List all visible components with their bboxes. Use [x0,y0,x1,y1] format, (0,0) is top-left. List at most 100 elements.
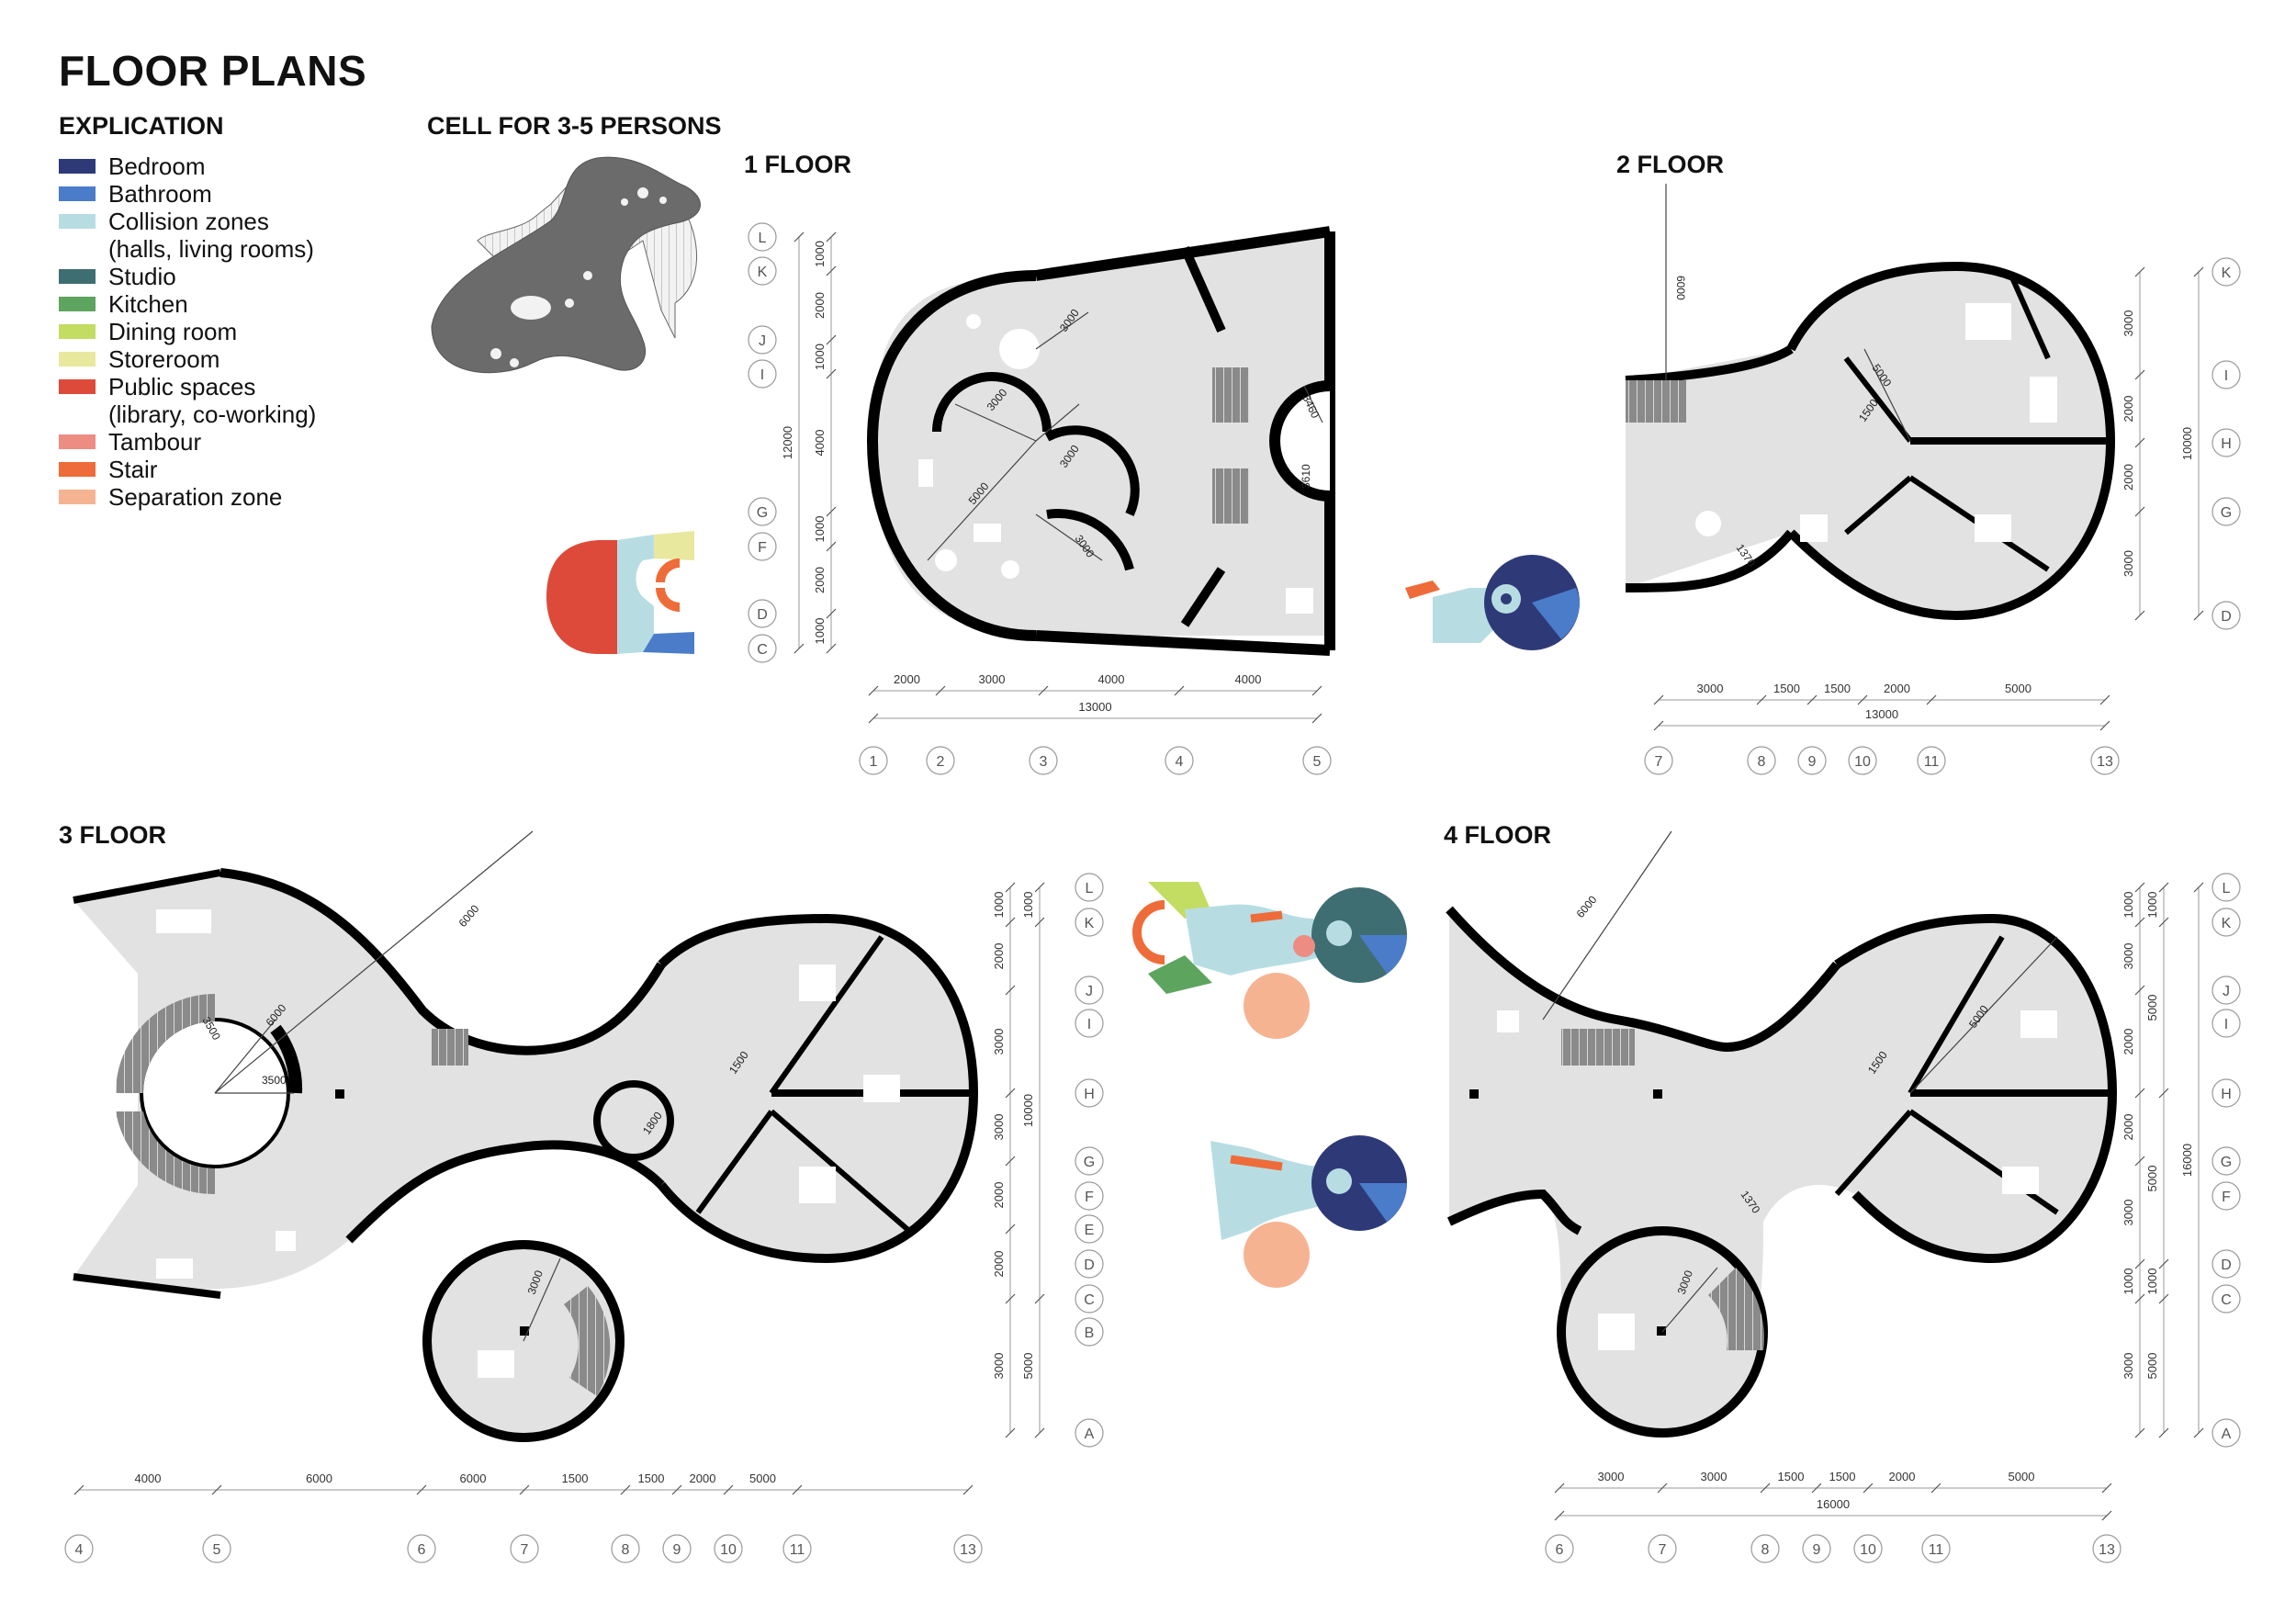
f3-col-chain-tick [723,1484,734,1495]
f4-grid-col-bubble [1921,1534,1951,1563]
legend-item-bathroom: Bathroom [59,180,316,208]
f3-col-chain-dim: 6000 [306,1472,332,1485]
f3-col-chain-tick [519,1484,530,1495]
f4-row-total-tick [2193,1427,2204,1438]
f2-col-total-tick [1653,720,1664,731]
f1-grid-row-label: F [758,540,767,556]
f2-col-chain-tick [1857,694,1868,705]
f1-grid-row-label: C [757,642,768,658]
f1-row-chain-dim: 4000 [813,430,827,457]
f3-grid-row-label: C [1084,1292,1095,1308]
f3-grid-col-bubble [611,1534,640,1563]
f1-grid-row-label: G [757,505,768,521]
f3-col-chain-tick [962,1484,974,1495]
f1-row-chain-tick [826,265,837,276]
floor2-title: 2 FLOOR [1616,151,1725,178]
f2-radius-dim: 6000 [1674,276,1687,300]
f1-row-total-tick [793,231,805,242]
cell-heading: CELL FOR 3-5 PERSONS [427,112,722,140]
f3-grid-col-label: 5 [213,1542,221,1558]
f2-grid-row-bubble [2212,257,2241,287]
f3-col-chain-dim: 6000 [460,1472,487,1485]
f4-grid-row-bubble [2212,1181,2241,1211]
f3-grid-row-bubble [1075,1284,1104,1314]
page-title: FLOOR PLANS [59,47,367,95]
f1-grid-col-label: 1 [870,754,878,770]
f3-row-chain-dim: 1000 [992,892,1006,919]
f3-col-chain-tick [671,1484,682,1495]
legend-label: Bedroom [108,152,206,180]
f4-row-chain2-tick [2158,917,2169,928]
f4-row-total-dim: 16000 [2180,1144,2194,1177]
f1-grid-row-bubble [748,497,777,526]
f4-grid-col-bubble [1853,1534,1883,1563]
f4-grid-row-bubble [2212,1146,2241,1176]
floor2-plan: 6000 5000 1500 1370 [1625,184,2115,621]
f3-grid-row-bubble [1075,1418,1104,1448]
f3-col-chain-tick [416,1484,427,1495]
legend-swatch [59,297,96,311]
f4-grid-col-label: 8 [1761,1542,1770,1558]
legend-label: Dining room [108,318,238,345]
f3-grid-row-bubble [1075,1249,1104,1279]
f3-row-chain-tick [1005,882,1016,893]
f3-grid-col-label: 7 [521,1542,529,1558]
f4-row-chain2-tick [2158,1088,2169,1099]
f4-grid-row-bubble [2212,1078,2241,1108]
f4-row-chain2-dim: 1000 [2145,892,2159,919]
f4-row-chain2-tick [2158,1293,2169,1304]
f1-grid-col-bubble [1029,746,1058,775]
f2-grid-row-label: H [2221,436,2232,452]
f3-grid-row-bubble [1075,976,1104,1005]
f4-grid-row-label: G [2221,1155,2232,1170]
f3-row-chain-dim: 2000 [992,1182,1006,1209]
f3-grid-row-bubble [1075,1317,1104,1347]
f3-grid-row-label: E [1085,1223,1095,1238]
legend-label: Kitchen [108,290,188,318]
zoning-diagram-floor1 [546,531,694,654]
f3-grid-row-label: A [1085,1427,1095,1442]
f1-col-chain-dim: 3000 [979,672,1006,686]
f1-grid-col-label: 5 [1313,754,1322,770]
f1-grid-col-bubble [1165,746,1194,775]
f3-row-chain-tick [1005,985,1016,996]
f2-row-total-tick [2193,610,2204,621]
legend-label: Collision zones [108,208,269,235]
f3-col-chain-dim: 4000 [135,1472,162,1485]
dimension-annotations: LKJIGFDC10002000100040001000200010001200… [64,222,2241,1563]
f4-grid-col-bubble [2092,1534,2122,1563]
f3-grid-row-label: H [1084,1087,1095,1102]
f4-col-chain-tick [2101,1483,2112,1494]
f1-row-chain-tick [826,231,837,242]
legend-sublabel: (library, co-working) [108,400,317,428]
f2-row-chain-tick [2134,369,2145,380]
f2-col-total-dim: 13000 [1865,707,1898,721]
legend-swatch [59,269,96,284]
f1-grid-col-label: 2 [937,754,945,770]
f4-row-chain-tick [2134,985,2145,996]
f2-grid-col-bubble [1917,746,1946,775]
f3-row-chain2-dim: 5000 [1021,1353,1035,1380]
f3-grid-col-label: 4 [75,1542,84,1558]
f1-grid-row-label: K [758,265,768,280]
f4-col-total-tick [1554,1510,1565,1521]
f2-grid-row-label: I [2224,368,2228,384]
explication-heading: EXPLICATION [59,112,224,140]
f4-row-chain-tick [2134,1258,2145,1269]
f2-col-chain-dim: 1500 [1773,682,1800,695]
f2-grid-col-bubble [2090,746,2120,775]
f4-grid-col-label: 13 [2099,1542,2115,1558]
f2-grid-row-label: K [2222,265,2232,281]
legend-label: Public spaces [108,373,256,400]
legend-swatch [59,159,96,174]
f4-grid-col-label: 7 [1659,1542,1667,1558]
f1-row-chain-dim: 1000 [813,241,827,267]
legend-label: Bathroom [108,180,212,208]
f2-row-chain-tick [2134,506,2145,517]
f3-row-chain-tick [1005,1156,1016,1167]
f1-col-chain-tick [1311,685,1322,696]
f3-grid-row-bubble [1075,1181,1104,1211]
f3-col-chain-dim: 1500 [562,1472,589,1485]
f3-grid-row-label: B [1085,1325,1095,1341]
